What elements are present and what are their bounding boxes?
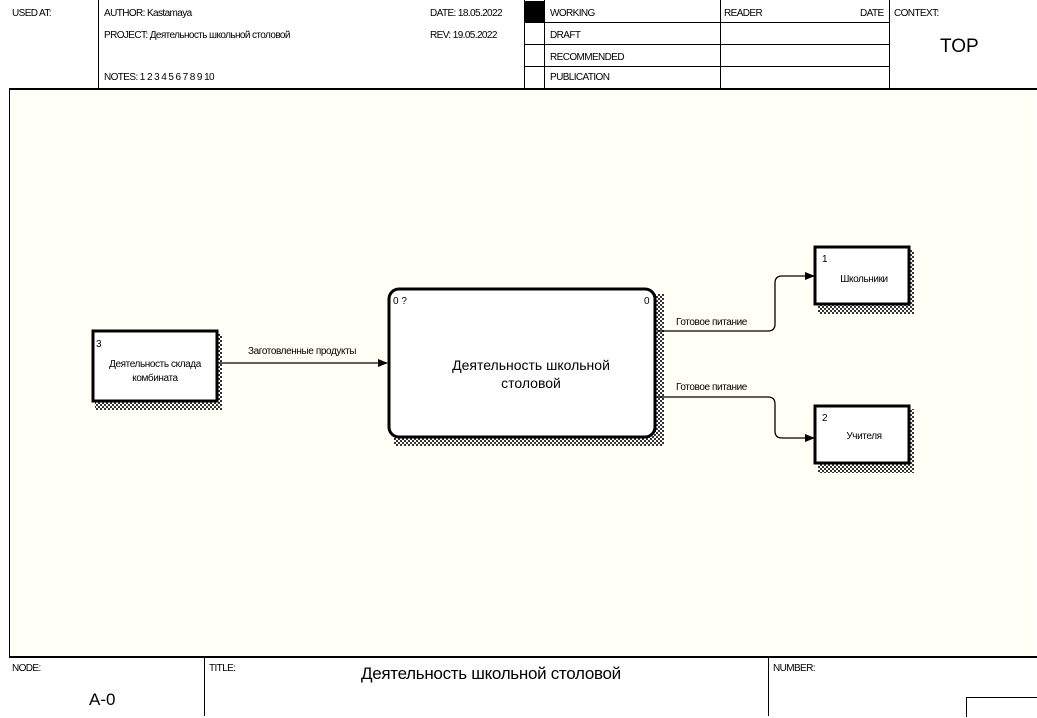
header-divider	[98, 0, 99, 88]
main-box-number: 0	[644, 296, 650, 307]
target-box-teachers[interactable]	[813, 404, 911, 465]
arrow-input-label: Заготовленные продукты	[248, 346, 356, 357]
project-field: PROJECT: Деятельность школьной столовой	[104, 30, 290, 41]
status-working: WORKING	[550, 8, 595, 19]
node-value: A-0	[89, 690, 116, 709]
arrow-output-1-label: Готовое питание	[676, 317, 748, 328]
status-recommended: RECOMMENDED	[550, 52, 625, 63]
title-value: Деятельность школьной столовой	[361, 664, 621, 683]
header-row-line	[524, 22, 889, 23]
footer-frame	[9, 656, 1037, 718]
arrow-output-2-label: Готовое питание	[676, 382, 748, 393]
header-row-line	[524, 66, 889, 67]
source-box-label-2: комбината	[132, 372, 178, 384]
target-box-2-number: 2	[822, 413, 828, 424]
target-box-1-label: Школьники	[840, 274, 888, 285]
status-draft: DRAFT	[550, 30, 581, 41]
target-box-2-label: Учителя	[846, 431, 881, 442]
number-label: NUMBER:	[773, 663, 816, 674]
reader-label: READER	[724, 8, 763, 19]
arrow-output-2[interactable]	[657, 396, 815, 442]
source-box-number: 3	[96, 339, 102, 350]
footer-divider	[768, 656, 769, 716]
target-box-1-number: 1	[822, 254, 828, 265]
notes-field: NOTES: 1 2 3 4 5 6 7 8 9 10	[104, 72, 215, 83]
reader-date-label: DATE	[860, 8, 884, 19]
node-label: NODE:	[12, 663, 41, 674]
source-box[interactable]	[91, 329, 219, 403]
working-status-marker	[525, 1, 544, 22]
main-box-label-1: Деятельность школьной	[452, 357, 610, 373]
arrow-output-1[interactable]	[657, 272, 815, 332]
context-value: TOP	[940, 36, 979, 57]
main-box-cost: 0 ?	[393, 296, 407, 307]
header-divider	[889, 0, 890, 88]
date-field: DATE: 18.05.2022	[430, 8, 503, 19]
footer-corner-box	[966, 697, 1037, 717]
rev-field: REV: 19.05.2022	[430, 30, 497, 41]
title-label: TITLE:	[209, 663, 236, 674]
header-row-line	[524, 44, 889, 45]
main-activity-box[interactable]	[387, 287, 657, 439]
main-box-label-2: столовой	[501, 375, 561, 391]
status-publication: PUBLICATION	[550, 72, 610, 83]
target-box-schoolchildren[interactable]	[813, 245, 911, 306]
header-frame	[9, 0, 1037, 90]
context-label: CONTEXT:	[894, 8, 939, 19]
footer-divider	[204, 656, 205, 716]
author-field: AUTHOR: Kastamaya	[104, 8, 192, 19]
source-box-label-1: Деятельность склада	[109, 359, 202, 370]
used-at-label: USED AT:	[12, 8, 52, 19]
